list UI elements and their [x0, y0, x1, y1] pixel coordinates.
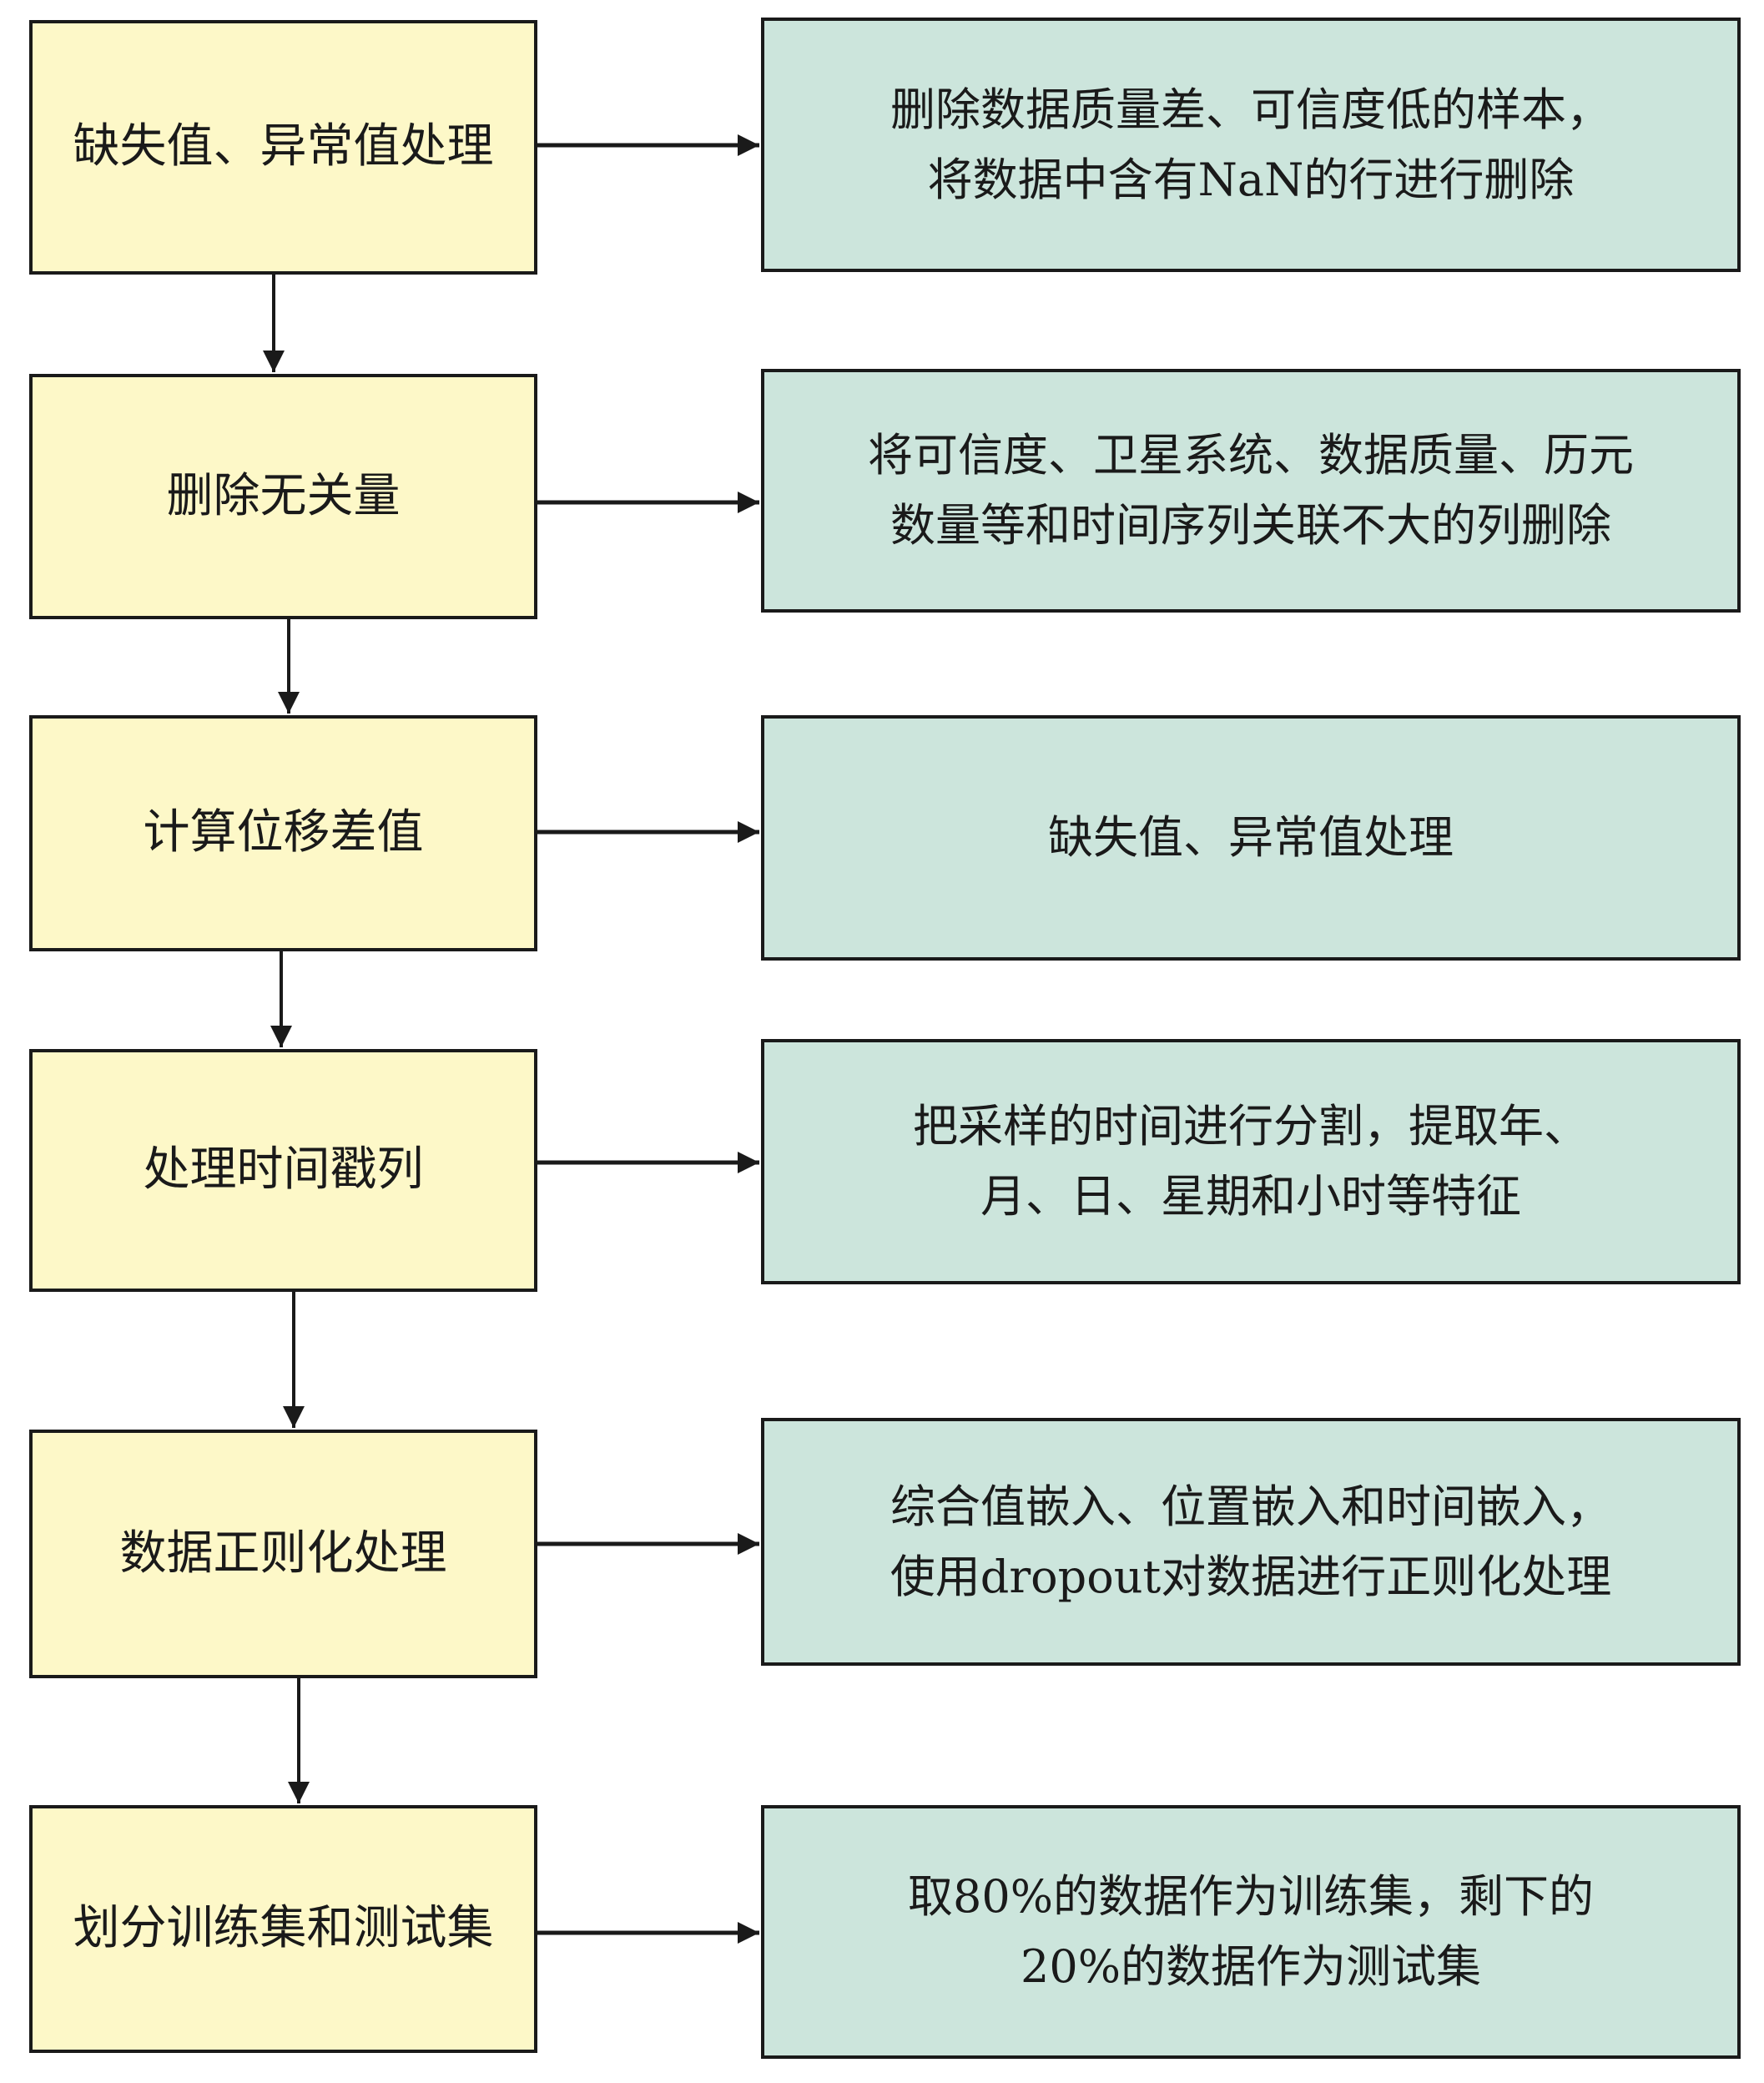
- step-box-5: 数据正则化处理: [29, 1430, 537, 1678]
- description-text: 取80%的数据作为训练集，剩下的 20%的数据作为测试集: [907, 1870, 1595, 1993]
- description-box-2: 将可信度、卫星系统、数据质量、历元 数量等和时间序列关联不大的列删除: [761, 369, 1741, 613]
- step-label: 缺失值、异常值处理: [73, 119, 494, 174]
- description-box-5: 综合值嵌入、位置嵌入和时间嵌入， 使用dropout对数据进行正则化处理: [761, 1418, 1741, 1666]
- step-label: 删除无关量: [166, 468, 401, 523]
- step-box-4: 处理时间戳列: [29, 1049, 537, 1292]
- step-label: 划分训练集和测试集: [73, 1901, 494, 1956]
- step-box-1: 缺失值、异常值处理: [29, 20, 537, 275]
- description-text: 把采样的时间进行分割，提取年、 月、日、星期和小时等特征: [913, 1100, 1589, 1223]
- step-box-3: 计算位移差值: [29, 715, 537, 951]
- step-box-6: 划分训练集和测试集: [29, 1805, 537, 2053]
- description-text: 将可信度、卫星系统、数据质量、历元 数量等和时间序列关联不大的列删除: [868, 429, 1634, 552]
- description-box-4: 把采样的时间进行分割，提取年、 月、日、星期和小时等特征: [761, 1039, 1741, 1284]
- step-label: 数据正则化处理: [119, 1526, 447, 1581]
- step-label: 处理时间戳列: [143, 1142, 424, 1198]
- step-label: 计算位移差值: [143, 805, 424, 860]
- step-box-2: 删除无关量: [29, 374, 537, 619]
- description-box-1: 删除数据质量差、可信度低的样本， 将数据中含有NaN的行进行删除: [761, 18, 1741, 272]
- description-box-6: 取80%的数据作为训练集，剩下的 20%的数据作为测试集: [761, 1805, 1741, 2059]
- description-box-3: 缺失值、异常值处理: [761, 715, 1741, 961]
- description-text: 删除数据质量差、可信度低的样本， 将数据中含有NaN的行进行删除: [890, 83, 1611, 206]
- description-text: 综合值嵌入、位置嵌入和时间嵌入， 使用dropout对数据进行正则化处理: [890, 1480, 1612, 1603]
- description-text: 缺失值、异常值处理: [1048, 811, 1454, 865]
